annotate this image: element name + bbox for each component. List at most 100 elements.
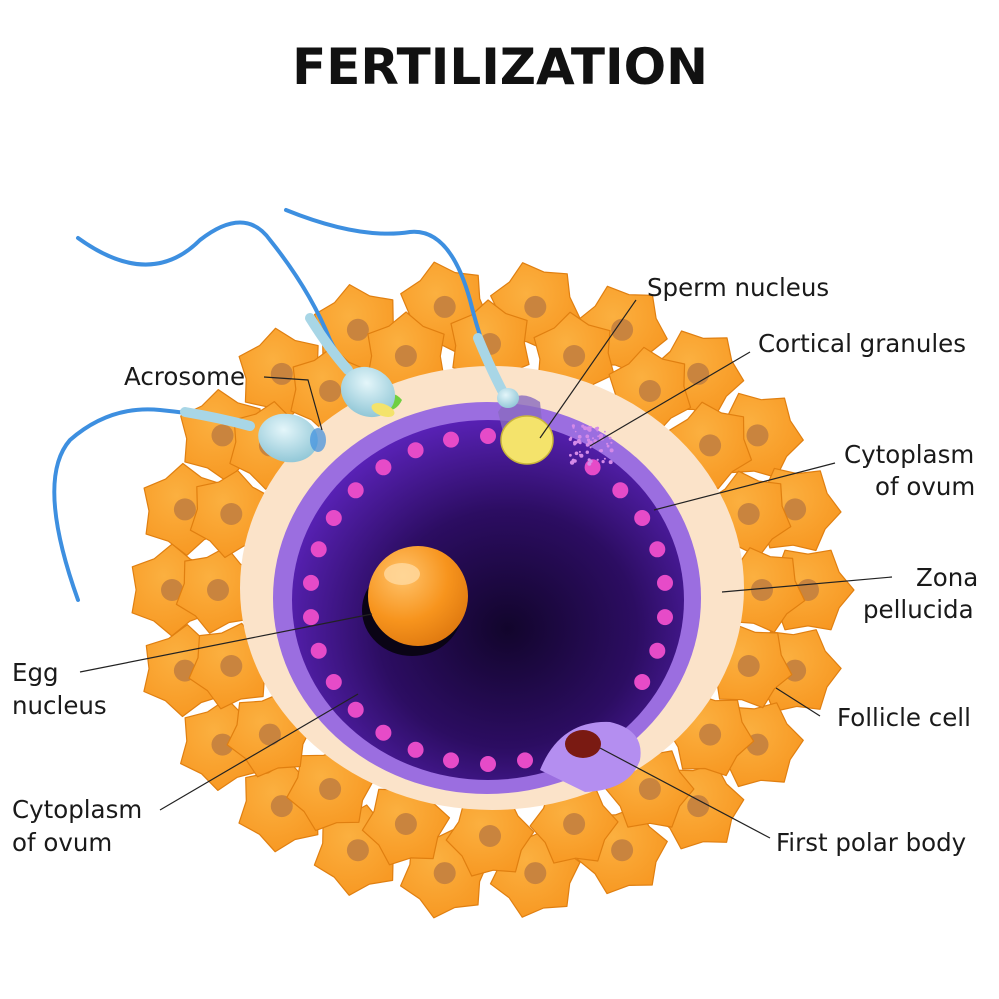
first-polar-body xyxy=(565,730,601,758)
label-cytoplasm-right-line1: Cytoplasm xyxy=(844,440,974,469)
sperm-head xyxy=(258,413,318,463)
cortical-granule-particle xyxy=(577,434,582,439)
cortical-granule xyxy=(325,510,342,526)
cortical-granule-particle xyxy=(606,444,610,448)
cortical-granule-particle xyxy=(610,441,613,444)
follicle-cell-nucleus xyxy=(161,579,183,601)
cortical-granule-particle xyxy=(577,438,581,443)
cortical-granule xyxy=(407,442,424,459)
cortical-granule-particle xyxy=(585,443,590,447)
follicle-cell xyxy=(450,299,530,389)
follicle-cell-nucleus xyxy=(784,498,807,521)
follicle-cell-nucleus xyxy=(687,795,710,818)
cortical-granule xyxy=(375,724,392,741)
cortical-granule xyxy=(634,674,651,690)
follicle-cell xyxy=(529,784,619,864)
sperm-1 xyxy=(284,208,519,408)
follicle-cell-nucleus xyxy=(524,295,547,318)
follicle-cell-nucleus xyxy=(611,318,634,341)
label-egg-line2: nucleus xyxy=(12,691,107,720)
cortical-granule xyxy=(325,674,342,690)
follicle-cell-nucleus xyxy=(699,434,722,457)
follicle-cell-nucleus xyxy=(751,579,773,601)
cortical-granule xyxy=(310,541,327,558)
cortical-granule-particle xyxy=(587,428,592,432)
cortical-granule-particle xyxy=(594,427,598,430)
cortical-granule xyxy=(375,459,392,476)
cortical-granule-particle xyxy=(603,457,606,460)
follicle-cell-nucleus xyxy=(211,424,234,447)
follicle-cell-nucleus xyxy=(173,498,196,521)
cortical-granule-particle xyxy=(598,449,602,452)
cortical-granule xyxy=(347,482,364,499)
follicle-cell-nucleus xyxy=(207,579,229,601)
follicle-cell-nucleus xyxy=(433,295,456,318)
follicle-cell-nucleus xyxy=(611,839,634,862)
cortical-granule-particle xyxy=(588,440,593,445)
cortical-granule xyxy=(347,701,364,718)
cortical-granule xyxy=(407,741,424,758)
follicle-cell-nucleus xyxy=(319,778,342,800)
label-first-polar-body: First polar body xyxy=(776,828,966,857)
follicle-cell-nucleus xyxy=(433,862,456,885)
label-follicle-cell: Follicle cell xyxy=(837,703,971,732)
sperm-head-acrosome xyxy=(371,403,395,417)
cortical-granule-particle xyxy=(568,437,572,441)
cortical-granule xyxy=(517,752,533,769)
label-acrosome: Acrosome xyxy=(124,362,245,391)
follicle-cell-nucleus xyxy=(220,655,243,677)
polar-body-bulge xyxy=(540,721,641,792)
follicle-cell-nucleus xyxy=(270,362,293,385)
cortical-granule-particle xyxy=(609,448,614,453)
cortical-granule xyxy=(303,609,319,626)
follicle-cell-nucleus xyxy=(346,839,369,862)
cortical-granule-particle xyxy=(597,435,600,438)
sperm-3 xyxy=(52,407,326,602)
follicle-cell xyxy=(361,782,451,866)
label-cytoplasm-right-line2: of ovum xyxy=(875,472,975,501)
cortical-granule-particle xyxy=(608,460,613,465)
cortical-granule-particle xyxy=(574,451,579,456)
sperm-nucleus xyxy=(500,415,554,465)
label-egg-line1: Egg xyxy=(12,658,59,687)
follicle-cell-nucleus xyxy=(746,424,769,447)
cortical-granule xyxy=(480,428,496,444)
cortical-granule-particle xyxy=(569,453,572,457)
follicle-cell-nucleus xyxy=(737,503,760,525)
cortical-granule xyxy=(657,609,673,626)
follicle-cell-nucleus xyxy=(394,345,417,367)
follicle-cell-nucleus xyxy=(479,825,501,847)
label-sperm-nucleus: Sperm nucleus xyxy=(647,273,829,302)
cortical-granule-particle xyxy=(608,436,612,440)
cortical-granule-particle xyxy=(572,426,575,429)
cortical-granule xyxy=(480,756,496,772)
cortical-granule-particle xyxy=(573,442,576,446)
label-zona-line1: Zona xyxy=(916,563,978,592)
sperm-2 xyxy=(76,220,402,418)
follicle-cell-nucleus xyxy=(258,723,281,746)
leader-lines xyxy=(79,299,893,839)
cortical-granule-particle xyxy=(596,429,599,432)
sperm-head-acrosome xyxy=(310,428,326,452)
follicle-cell-nucleus xyxy=(563,813,586,835)
sperm-midpiece xyxy=(305,313,353,375)
cortical-granule xyxy=(303,574,319,591)
label-cytoplasm-left-line1: Cytoplasm xyxy=(12,795,142,824)
egg-nucleus-highlight xyxy=(384,563,420,585)
cortical-granule-particle xyxy=(589,426,592,429)
cortical-granule xyxy=(649,642,666,659)
follicle-cell-nucleus xyxy=(270,795,293,818)
label-cortical-granules: Cortical granules xyxy=(758,329,966,358)
cortical-granule-particle xyxy=(579,453,584,458)
follicle-cell-nucleus xyxy=(737,655,760,677)
cortical-granule xyxy=(612,482,629,499)
cortical-granule-particle xyxy=(573,459,577,463)
follicle-cell-nucleus xyxy=(687,362,710,385)
cortical-granule xyxy=(657,574,673,591)
label-cytoplasm-left-line2: of ovum xyxy=(12,828,112,857)
cortical-granule-particle xyxy=(606,442,609,445)
cortical-granule xyxy=(649,541,666,558)
follicle-cell-nucleus xyxy=(220,503,243,525)
follicle-cell-nucleus xyxy=(699,723,722,746)
